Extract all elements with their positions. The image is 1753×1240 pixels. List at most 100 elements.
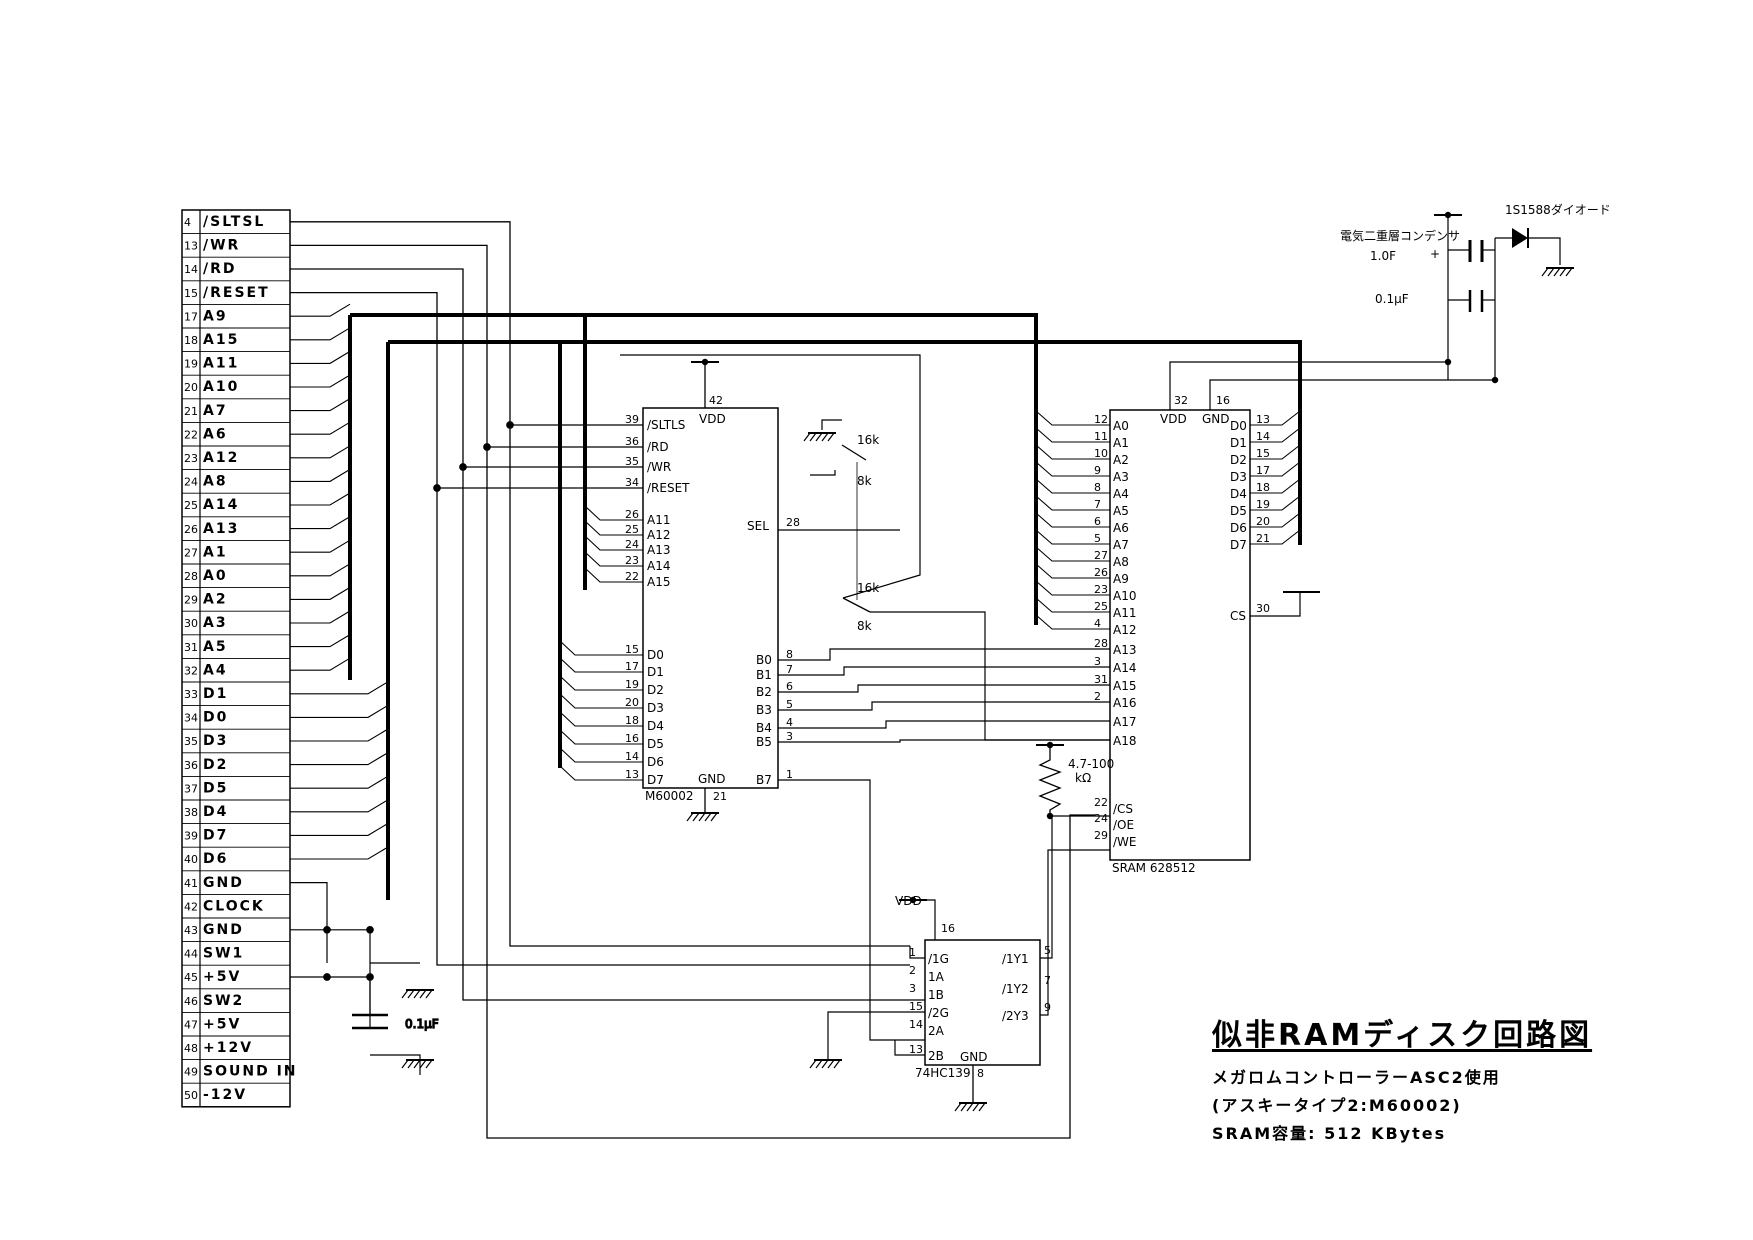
supercap-plus: + — [1430, 247, 1440, 261]
address-tap — [290, 468, 351, 482]
address-tap — [290, 563, 351, 577]
connector-pin-number: 48 — [184, 1042, 198, 1055]
m60002-pin-number: 19 — [625, 678, 639, 691]
sram-address-in — [1035, 461, 1110, 477]
m60002-pin-label: B2 — [756, 685, 772, 699]
m60002-pin-label: D5 — [647, 737, 664, 751]
m60002-pin-number: 4 — [786, 716, 793, 729]
connector-pin-label: GND — [203, 922, 244, 938]
sram-pin-number: 27 — [1094, 549, 1108, 562]
wire — [966, 1102, 974, 1112]
controller-note: メガロムコントローラーASC2使用 — [1212, 1068, 1501, 1087]
m60002-data-in — [559, 747, 643, 763]
connector-pin-label: GND — [203, 875, 244, 891]
connector-pin-number: 14 — [184, 263, 198, 276]
sram-pin-label: A3 — [1113, 470, 1129, 484]
m60002-vdd-pin: 42 — [709, 394, 723, 407]
connector-pin-number: 21 — [184, 405, 198, 418]
sram-pin-number: 8 — [1094, 481, 1101, 494]
m60002-pin-label: B3 — [756, 703, 772, 717]
ground-symbol — [686, 812, 719, 822]
hc139-pin-label: /2Y3 — [1002, 1009, 1029, 1023]
wire — [815, 432, 823, 442]
wire — [413, 989, 421, 999]
sram-cs-label: CS — [1230, 609, 1246, 623]
sram-pin-number: 13 — [1256, 413, 1270, 426]
connector-pin-number: 34 — [184, 712, 198, 725]
m60002-data-in — [559, 711, 643, 727]
wire — [370, 1054, 421, 1075]
connector-pin-number: 47 — [184, 1018, 198, 1031]
wire — [833, 1059, 841, 1069]
sram-pin-label: A5 — [1113, 504, 1129, 518]
m60002-body — [642, 407, 779, 789]
hc139-pin-number: 14 — [909, 1018, 923, 1031]
sram-address-in — [1035, 512, 1110, 528]
sram-pin-number: 10 — [1094, 447, 1108, 460]
wire — [821, 1059, 829, 1069]
data-tap — [290, 799, 389, 813]
connector-pin-number: 31 — [184, 641, 198, 654]
wire — [894, 1040, 925, 1056]
wire — [972, 1102, 980, 1112]
sram-pin-number: 3 — [1094, 655, 1101, 668]
connector-pin-number: 30 — [184, 617, 198, 630]
sram-pin-label: D0 — [1230, 419, 1247, 433]
connector-pin-label: /WR — [203, 238, 240, 254]
connector-pin-number: 4 — [184, 216, 191, 229]
sram-pin-number: 24 — [1094, 812, 1108, 825]
m60002-address-in — [584, 567, 643, 583]
m60002-pin-number: 15 — [625, 643, 639, 656]
m60002-pin-number: 6 — [786, 680, 793, 693]
m60002-pin-label: /RESET — [647, 481, 690, 495]
wire-layer: 0.1μF — [290, 221, 1302, 1139]
connector-pin-label: D1 — [203, 686, 228, 702]
sram-address-in — [1035, 563, 1110, 579]
sram-address-in — [1035, 614, 1110, 630]
wire — [710, 812, 718, 822]
wire — [960, 1102, 968, 1112]
m60002-pin-number: 34 — [625, 476, 639, 489]
sram-pin-number: 25 — [1094, 600, 1108, 613]
wire — [1528, 237, 1561, 265]
wire — [809, 432, 817, 442]
m60002-address-in — [584, 551, 643, 567]
m60002-pin-label: A15 — [647, 575, 670, 589]
m60002-pin-label: B7 — [756, 773, 772, 787]
sram-capacity-note: SRAM容量: 512 KBytes — [1212, 1124, 1447, 1143]
connector-pin-label: D7 — [203, 828, 228, 844]
m60002-vdd-label: VDD — [699, 412, 726, 426]
sram-gnd-wire — [1209, 379, 1495, 410]
m60002-data-in — [559, 693, 643, 709]
m60002-address-in — [584, 505, 643, 521]
wire — [704, 812, 712, 822]
junction-dot — [701, 358, 709, 366]
diode-label: 1S1588ダイオード — [1505, 202, 1611, 217]
connector-pin-label: A7 — [203, 403, 228, 419]
m60002-name: M60002 — [645, 789, 694, 803]
connector-pin-number: 26 — [184, 523, 198, 536]
connector-pin-number: 19 — [184, 358, 198, 371]
junction-dot — [1046, 741, 1054, 749]
junction-dot — [433, 484, 441, 492]
sram-pin-label: /CS — [1113, 802, 1133, 816]
m60002-pin-label: A12 — [647, 528, 670, 542]
sram-pin-number: 14 — [1256, 430, 1270, 443]
connector-pin-number: 45 — [184, 971, 198, 984]
connector-pin-number: 33 — [184, 688, 198, 701]
b7-wire — [778, 779, 925, 1041]
hc139-pin-label: 1A — [928, 970, 945, 984]
connector-pin-label: A9 — [203, 308, 228, 324]
connector-pin-number: 36 — [184, 759, 198, 772]
m60002-gnd-pin: 21 — [713, 790, 727, 803]
backup-cap-value: 0.1μF — [1375, 292, 1409, 306]
m60002-data-in — [559, 765, 643, 781]
connector-pin-number: 17 — [184, 310, 198, 323]
switch-upper-lever — [841, 444, 867, 461]
m60002-pin-label: B1 — [756, 668, 772, 682]
connector-pin-number: 22 — [184, 428, 198, 441]
sram-address-in — [1035, 597, 1110, 613]
hc139-pin-number: 9 — [1044, 1001, 1051, 1014]
sram-vdd-wire — [1169, 361, 1448, 410]
m60002-pin-number: 26 — [625, 508, 639, 521]
